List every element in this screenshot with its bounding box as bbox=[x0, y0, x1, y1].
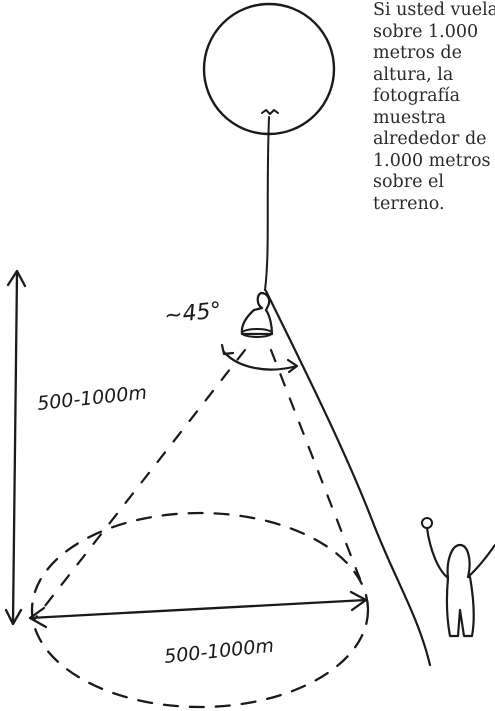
explanation-line: fotografía bbox=[373, 86, 495, 108]
explanation-line: muestra bbox=[373, 108, 495, 130]
person-figure bbox=[422, 518, 495, 636]
explanation-line: sobre el bbox=[373, 172, 495, 194]
angle-arc bbox=[222, 345, 297, 372]
explanation-line: metros de bbox=[373, 43, 495, 65]
explanation-line: altura, la bbox=[373, 65, 495, 87]
camera bbox=[242, 293, 272, 337]
height-label: 500-1000m bbox=[36, 382, 148, 415]
balloon bbox=[204, 4, 334, 134]
diameter-label: 500-1000m bbox=[163, 635, 275, 668]
angle-label: ~45° bbox=[163, 298, 223, 329]
height-arrow bbox=[6, 271, 25, 624]
explanation-text: Si usted vuela sobre 1.000 metros de alt… bbox=[373, 0, 495, 215]
explanation-line: alrededor de bbox=[373, 129, 495, 151]
camera-tether bbox=[265, 117, 269, 290]
kite-line bbox=[266, 291, 430, 665]
explanation-line: Si usted vuela bbox=[373, 0, 495, 22]
diameter-arrow bbox=[30, 592, 366, 627]
explanation-line: 1.000 metros bbox=[373, 151, 495, 173]
explanation-line: sobre 1.000 bbox=[373, 22, 495, 44]
explanation-line: terreno. bbox=[373, 194, 495, 216]
